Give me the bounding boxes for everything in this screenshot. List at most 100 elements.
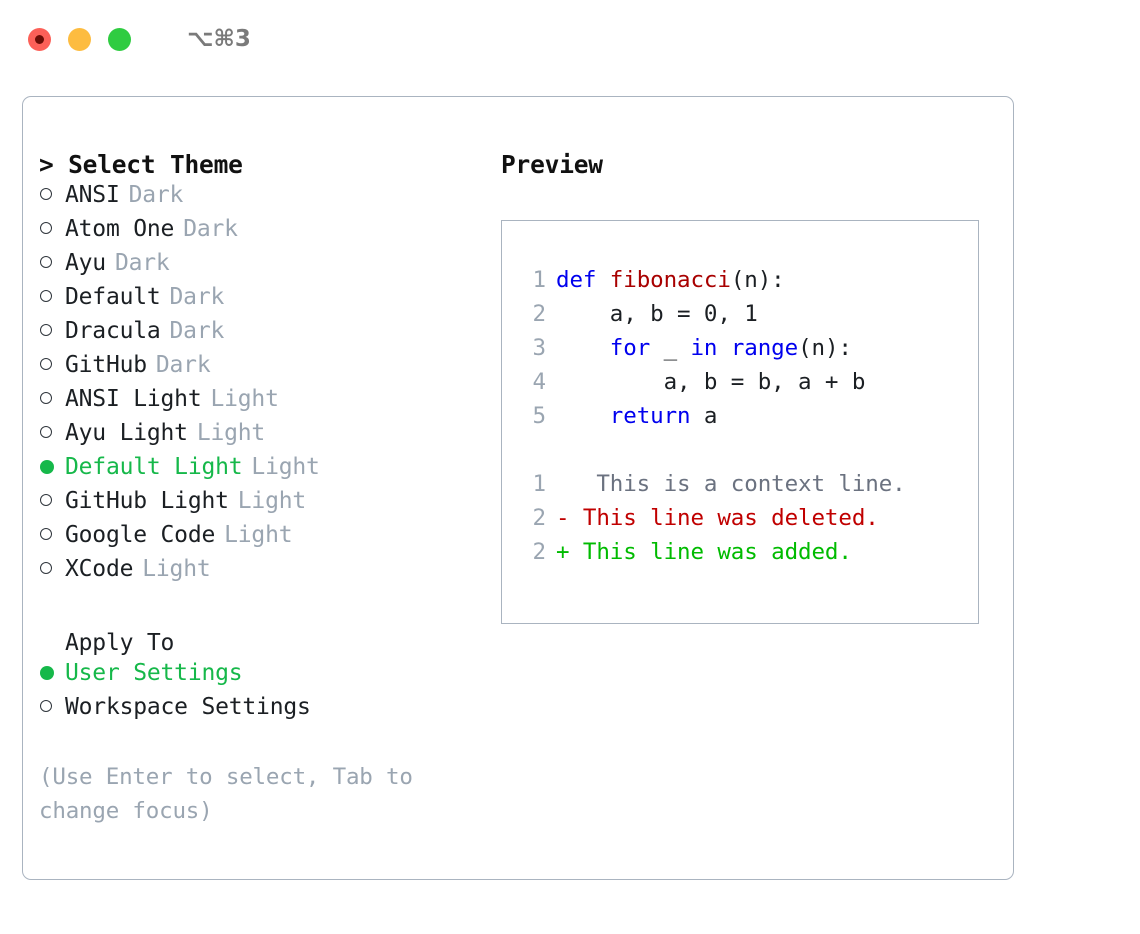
diff-sample: 1 This is a context line.2- This line wa… xyxy=(518,471,972,573)
apply-to-option-user-settings[interactable]: User Settings xyxy=(39,660,509,694)
keyboard-shortcut-label: ⌥⌘3 xyxy=(187,26,251,52)
theme-option-kind: Dark xyxy=(114,250,170,276)
apply-to-option-workspace-settings[interactable]: Workspace Settings xyxy=(39,694,509,728)
code-line-number: 2 xyxy=(532,301,547,327)
code-line: 2 a, b = 0, 1 xyxy=(518,301,972,335)
theme-option-label: Google Code xyxy=(65,522,216,548)
theme-option-kind: Light xyxy=(224,522,293,548)
code-line: 1 def fibonacci(n): xyxy=(518,267,972,301)
theme-option-ansi[interactable]: ANSI Dark xyxy=(39,182,509,216)
code-line-text: return a xyxy=(556,403,718,429)
diff-line-number: 2 xyxy=(532,505,547,531)
theme-option-atom-one[interactable]: Atom One Dark xyxy=(39,216,509,250)
theme-option-label: Ayu xyxy=(65,250,106,276)
theme-option-kind: Light xyxy=(251,454,320,480)
close-button-icon[interactable] xyxy=(28,27,51,51)
theme-option-label: GitHub xyxy=(65,352,147,378)
theme-option-label: ANSI Light xyxy=(65,386,202,412)
theme-option-ayu[interactable]: Ayu Dark xyxy=(39,250,509,284)
code-token-keyword: in xyxy=(690,335,718,361)
code-line-number: 4 xyxy=(532,369,547,395)
theme-option-dracula[interactable]: Dracula Dark xyxy=(39,318,509,352)
diff-line-context: 1 This is a context line. xyxy=(518,471,972,505)
code-line-number: 3 xyxy=(532,335,547,361)
code-token-keyword: range xyxy=(730,335,799,361)
code-spacer xyxy=(518,437,972,471)
code-token-keyword: def xyxy=(556,267,610,293)
code-line-text: for _ in range(n): xyxy=(556,335,852,361)
zoom-button-icon[interactable] xyxy=(108,27,131,51)
code-token-plain: (n): xyxy=(798,335,852,361)
theme-option-github-light[interactable]: GitHub Light Light xyxy=(39,488,509,522)
diff-line-text: This line was deleted. xyxy=(569,505,879,531)
select-theme-heading: > Select Theme xyxy=(39,150,243,179)
diff-line-added: 2 + This line was added. xyxy=(518,539,972,573)
keyboard-hint-text: (Use Enter to select, Tab to change focu… xyxy=(39,764,413,824)
diff-marker xyxy=(556,471,569,497)
theme-option-label: Ayu Light xyxy=(65,420,188,446)
theme-option-label: Dracula xyxy=(65,318,161,344)
code-token-keyword: return xyxy=(609,403,691,429)
diff-line-text: This line was added. xyxy=(569,539,852,565)
apply-to-heading: Apply To xyxy=(65,630,175,656)
diff-marker: + xyxy=(556,539,570,565)
code-token-plain: (n): xyxy=(730,267,785,293)
code-line-number: 5 xyxy=(532,403,547,429)
theme-option-label: Atom One xyxy=(65,216,175,242)
code-line-text: a, b = 0, 1 xyxy=(556,301,758,327)
code-token-keyword: for xyxy=(609,335,651,361)
theme-option-kind: Light xyxy=(142,556,211,582)
code-token-plain: a xyxy=(690,403,718,429)
code-line: 4 a, b = b, a + b xyxy=(518,369,972,403)
theme-option-default-light[interactable]: Default Light Light xyxy=(39,454,509,488)
diff-line-number: 1 xyxy=(532,471,547,497)
theme-option-kind: Dark xyxy=(169,318,225,344)
code-token-function: fibonacci xyxy=(609,267,731,293)
code-token-plain: a, b = b, a + b xyxy=(556,369,866,395)
theme-option-label: Default Light xyxy=(65,454,243,480)
code-token-plain: a, b = 0, 1 xyxy=(556,301,758,327)
theme-option-google-code[interactable]: Google Code Light xyxy=(39,522,509,556)
code-line: 5 return a xyxy=(518,403,972,437)
theme-option-label: ANSI xyxy=(65,182,120,208)
theme-option-label: GitHub Light xyxy=(65,488,229,514)
code-token-plain xyxy=(556,403,610,429)
theme-option-kind: Light xyxy=(210,386,279,412)
theme-option-kind: Dark xyxy=(183,216,238,242)
code-token-plain: _ xyxy=(650,335,691,361)
apply-to-option-label: User Settings xyxy=(65,660,243,686)
theme-option-kind: Dark xyxy=(128,182,184,208)
window-controls xyxy=(28,27,131,51)
minimize-button-icon[interactable] xyxy=(68,27,91,51)
theme-option-default[interactable]: Default Dark xyxy=(39,284,509,318)
theme-option-xcode[interactable]: XCode Light xyxy=(39,556,509,590)
preview-heading: Preview xyxy=(501,150,603,179)
theme-option-kind: Dark xyxy=(155,352,211,378)
diff-marker: - xyxy=(556,505,570,531)
code-line-number: 1 xyxy=(532,267,547,293)
theme-option-ansi-light[interactable]: ANSI Light Light xyxy=(39,386,509,420)
apply-to-option-label: Workspace Settings xyxy=(65,694,311,720)
theme-option-kind: Dark xyxy=(169,284,225,310)
theme-option-kind: Light xyxy=(196,420,266,446)
theme-option-label: XCode xyxy=(65,556,134,582)
theme-option-ayu-light[interactable]: Ayu Light Light xyxy=(39,420,509,454)
theme-option-label: Default xyxy=(65,284,161,310)
diff-line-number: 2 xyxy=(532,539,547,565)
code-token-plain xyxy=(556,335,610,361)
diff-line-deleted: 2- This line was deleted. xyxy=(518,505,972,539)
code-line: 3 for _ in range(n): xyxy=(518,335,972,369)
code-token-plain xyxy=(717,335,730,361)
code-line-text: a, b = b, a + b xyxy=(556,369,866,395)
diff-line-text: This is a context line. xyxy=(569,471,906,497)
theme-option-github[interactable]: GitHub Dark xyxy=(39,352,509,386)
theme-option-kind: Light xyxy=(237,488,307,514)
